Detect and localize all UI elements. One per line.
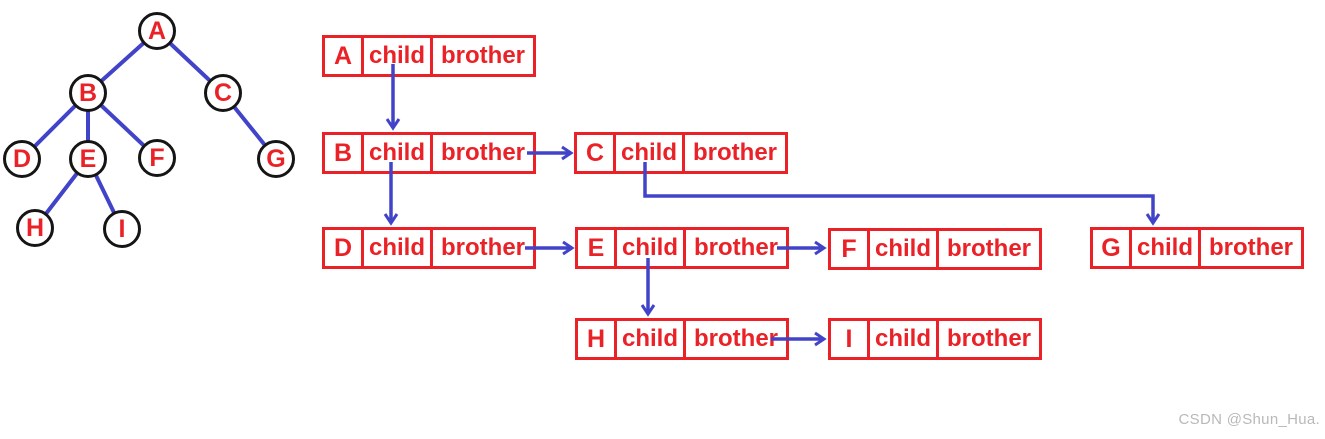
box-child-cell: child	[361, 38, 433, 74]
list-box-h: H child brother	[575, 318, 789, 360]
box-child-cell: child	[614, 321, 686, 357]
box-child-cell: child	[361, 230, 433, 266]
tree-node-label: B	[78, 78, 98, 107]
tree-node-label: G	[266, 144, 286, 173]
box-brother-cell: brother	[693, 139, 777, 166]
tree-node-g: G	[257, 140, 295, 178]
box-letter-cell: G	[1101, 233, 1121, 262]
tree-node-i: I	[103, 210, 141, 248]
list-box-f: F child brother	[828, 228, 1042, 270]
box-child-cell: child	[867, 231, 939, 267]
box-letter-cell: B	[333, 138, 353, 167]
box-brother-cell: brother	[1209, 234, 1293, 261]
tree-node-label: A	[147, 16, 167, 45]
tree-node-c: C	[204, 74, 242, 112]
box-child-cell: child	[614, 230, 686, 266]
box-child-cell: child	[867, 321, 939, 357]
box-brother-cell: brother	[441, 42, 525, 69]
tree-node-label: F	[149, 143, 165, 172]
box-letter-cell: H	[586, 324, 606, 353]
tree-node-h: H	[16, 209, 54, 247]
box-brother-cell: brother	[441, 234, 525, 261]
box-brother-cell: brother	[694, 325, 778, 352]
box-letter-cell: I	[845, 324, 853, 353]
list-box-c: C child brother	[574, 132, 788, 174]
tree-node-label: I	[118, 214, 126, 243]
box-child-cell: child	[613, 135, 685, 171]
tree-node-e: E	[69, 140, 107, 178]
list-box-e: E child brother	[575, 227, 789, 269]
box-brother-cell: brother	[441, 139, 525, 166]
box-brother-cell: brother	[694, 234, 778, 261]
list-box-b: B child brother	[322, 132, 536, 174]
box-letter-cell: A	[333, 41, 353, 70]
list-box-d: D child brother	[322, 227, 536, 269]
watermark: CSDN @Shun_Hua.	[1178, 411, 1320, 428]
list-box-g: G child brother	[1090, 227, 1304, 269]
box-child-cell: child	[361, 135, 433, 171]
tree-node-b: B	[69, 74, 107, 112]
tree-node-d: D	[3, 140, 41, 178]
tree-node-label: E	[79, 144, 97, 173]
tree-node-label: H	[25, 213, 45, 242]
tree-node-f: F	[138, 139, 176, 177]
tree-node-a: A	[138, 12, 176, 50]
box-brother-cell: brother	[947, 235, 1031, 262]
box-letter-cell: C	[585, 138, 605, 167]
tree-node-label: D	[12, 144, 32, 173]
box-brother-cell: brother	[947, 325, 1031, 352]
box-letter-cell: F	[841, 234, 857, 263]
list-box-a: A child brother	[322, 35, 536, 77]
box-letter-cell: E	[587, 233, 605, 262]
tree-node-label: C	[213, 78, 233, 107]
box-child-cell: child	[1129, 230, 1201, 266]
list-box-i: I child brother	[828, 318, 1042, 360]
box-letter-cell: D	[333, 233, 353, 262]
